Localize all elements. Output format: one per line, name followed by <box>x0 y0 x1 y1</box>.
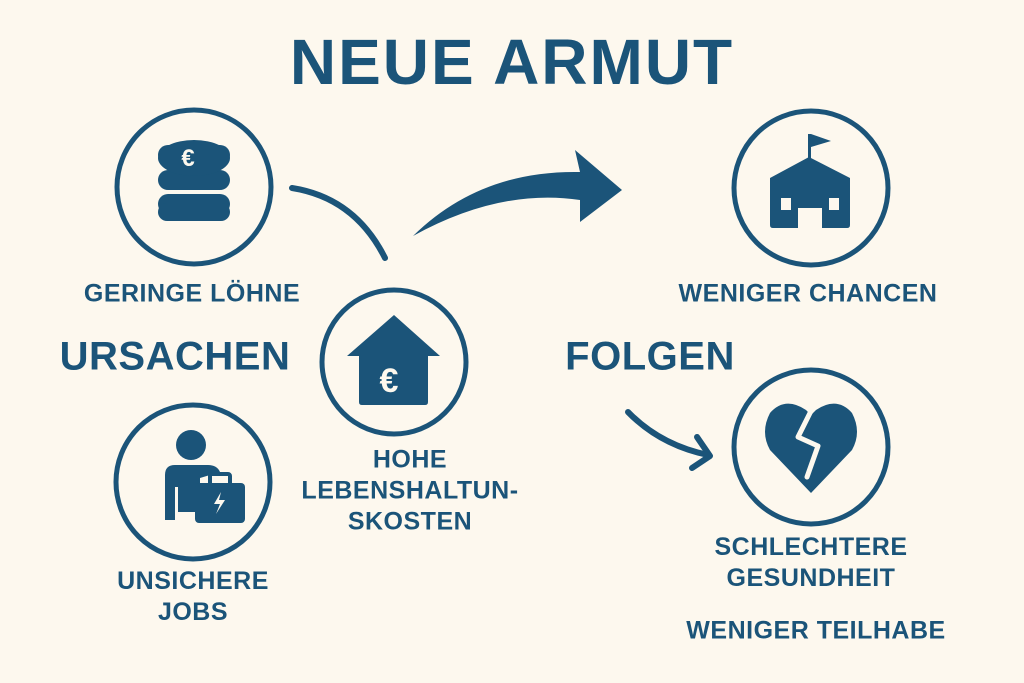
label-line: SCHLECHTERE <box>714 533 908 561</box>
label-line: HOHE <box>372 445 448 474</box>
label-line: LEBENSHALTUN- <box>301 476 519 505</box>
cause-label-low-wages: GERINGE LÖHNE <box>83 279 301 308</box>
worker-circle <box>113 402 273 562</box>
house-circle <box>319 287 469 437</box>
label-line: SKOSTEN <box>347 507 473 536</box>
coins-circle <box>114 107 274 267</box>
school-icon <box>770 134 850 228</box>
cause-label-insecure-jobs: UNSICHERE JOBS <box>117 566 269 628</box>
worker-briefcase-icon <box>165 430 245 523</box>
label-line: JOBS <box>157 598 229 626</box>
consequence-label-worse-health: SCHLECHTERE GESUNDHEIT <box>714 532 907 594</box>
svg-text:€: € <box>380 362 399 400</box>
label-line: GESUNDHEIT <box>726 564 896 592</box>
consequence-label-fewer-chances: WENIGER CHANCEN <box>678 279 938 308</box>
label-line: UNSICHERE <box>117 567 269 595</box>
heart-circle <box>731 367 891 527</box>
euro-coins-icon: € <box>158 140 230 221</box>
causes-heading: URSACHEN <box>59 334 291 379</box>
school-circle <box>731 108 891 268</box>
small-arrow-icon <box>625 409 713 471</box>
svg-text:€: € <box>181 145 194 172</box>
consequence-label-less-participation: WENIGER TEILHABE <box>686 616 946 645</box>
euro-house-icon: € <box>347 315 440 405</box>
cause-label-living-costs: HOHE LEBENSHALTUN- SKOSTEN <box>301 445 518 538</box>
page-title: NEUE ARMUT <box>289 26 735 98</box>
consequences-heading: FOLGEN <box>565 334 735 379</box>
broken-heart-icon <box>765 403 857 493</box>
connector-curve <box>289 185 388 261</box>
big-arrow-icon <box>413 150 622 236</box>
